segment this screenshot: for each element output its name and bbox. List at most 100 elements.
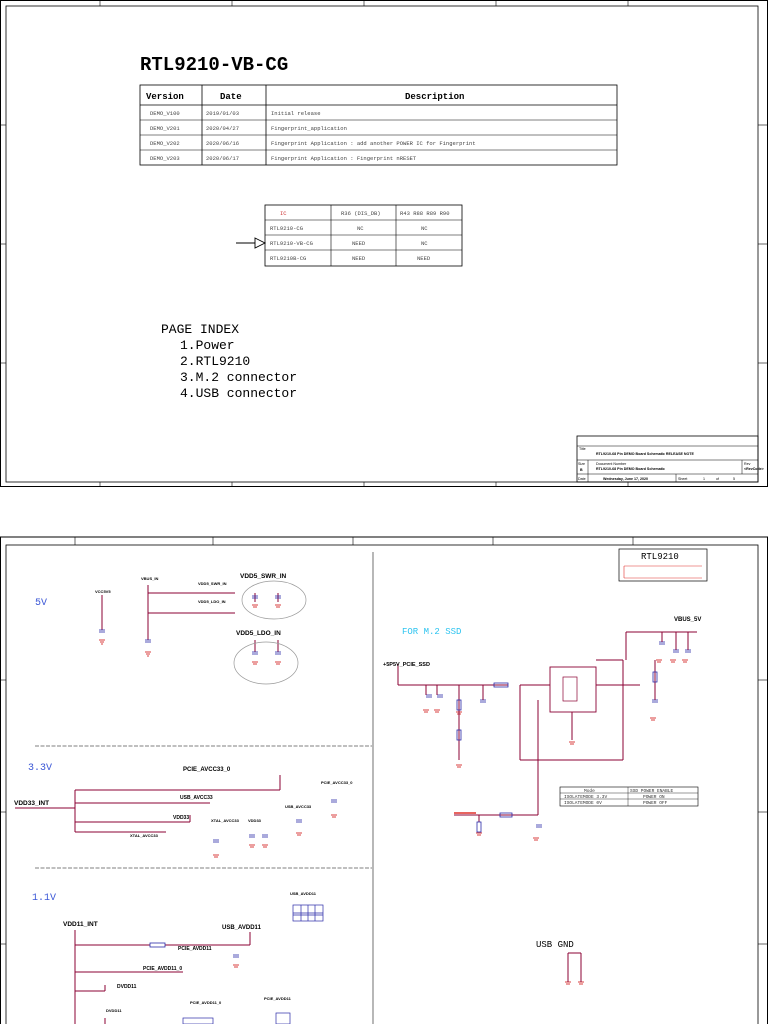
ic-table-cell: NC — [421, 225, 428, 232]
revision-cell: 2020/06/17 — [206, 155, 239, 162]
revision-cell: DEMO_V203 — [150, 155, 180, 162]
sheet-1-title: RTL9210-VB-CG — [140, 54, 288, 76]
resistor-icon — [493, 682, 509, 688]
page-index-item: 2.RTL9210 — [180, 354, 250, 369]
net-pcie-avdd11-small: PCIE_AVDD11 — [264, 996, 292, 1001]
ic-table-header: IC — [280, 210, 287, 217]
capacitor-icons — [99, 595, 691, 958]
mode-table: Mode SSD POWER ENABLE ISOLATEMODE 3.3V P… — [559, 786, 699, 807]
mode-table-cell: ISOLATEMODE 0V — [564, 800, 602, 806]
title-block-rev: <RevCode> — [744, 467, 764, 471]
ic-table-header: R43 R88 R89 R90 — [400, 210, 450, 217]
revision-table: Version Date Description DEMO_V100 2019/… — [139, 84, 618, 166]
net-p5v-pcie-ssd: +5P5V_PCIE_SSD — [383, 662, 430, 668]
net-pcie-avdd11-0: PCIE_AVDD11_0 — [143, 966, 182, 972]
section-label-1v1: 1.1V — [32, 893, 56, 904]
mode-table-cell: POWER OFF — [643, 800, 668, 806]
revision-cell: 2020/04/27 — [206, 125, 239, 132]
mode-table-header: Mode — [584, 788, 595, 794]
ground-icons — [99, 604, 688, 985]
page-index: PAGE INDEX 1.Power 2.RTL9210 3.M.2 conne… — [161, 322, 297, 401]
net-vdd33: VDD33 — [173, 815, 189, 821]
title-block-sheet-num: 1 — [703, 477, 705, 481]
net-pcie-avdd11: PCIE_AVDD11 — [178, 946, 212, 952]
net-vdd33-int: VDD33_INT — [14, 800, 49, 807]
ic-table-header: R36 (DIS_DB) — [341, 210, 381, 217]
title-block-title-label: Title — [579, 447, 586, 451]
sheet-1-release-note: RTL9210-VB-CG Version Date Description D… — [0, 0, 768, 487]
mode-table-header: SSD POWER ENABLE — [630, 788, 674, 794]
section-label-3v3: 3.3V — [28, 763, 52, 774]
ic-table-cell: NC — [421, 240, 428, 247]
title-block-size: B — [580, 468, 583, 472]
net-dvdd11-b: DVDD11 — [106, 1008, 122, 1013]
sheet-2-header-box: RTL9210 — [618, 548, 708, 582]
resistor-icon — [499, 812, 513, 818]
revision-cell: Initial release — [271, 110, 321, 117]
sheet-2-inner-border — [5, 544, 759, 1024]
revision-cell: Fingerprint Application : add another PO… — [271, 140, 476, 147]
title-block-doc-label: Document Number — [596, 462, 627, 466]
cap-group-highlight — [233, 641, 299, 685]
page-index-item: 4.USB connector — [180, 386, 297, 401]
sheet-1-zone-ticks — [0, 0, 768, 487]
mode-table-cell: ISOLATEMODE 3.3V — [564, 794, 608, 800]
ic-variant-table: IC R36 (DIS_DB) R43 R88 R89 R90 RTL9210-… — [264, 204, 463, 267]
net-vdd5-swr-in-small: VDD5_SWR_IN — [198, 581, 227, 586]
resistor-icon — [476, 821, 482, 833]
revision-cell: Fingerprint_application — [271, 125, 347, 132]
net-vdd5-ldo-in: VDD5_LDO_IN — [236, 630, 281, 637]
revision-cell: Fingerprint Application : Fingerprint nR… — [271, 155, 417, 162]
wires-m2 — [397, 631, 697, 822]
title-block-sheet-label: Sheet — [678, 477, 687, 481]
net-vdd11-int: VDD11_INT — [63, 921, 98, 928]
net-pcie-avcc33-0: PCIE_AVCC33_0 — [183, 767, 231, 773]
page-index-item: 1.Power — [180, 338, 235, 353]
net-usb-avdd11: USB_AVDD11 — [222, 925, 262, 931]
arrow-icon — [236, 237, 267, 249]
net-vcc5v: VCC5V5 — [95, 589, 111, 594]
net-vdd5-swr-in: VDD5_SWR_IN — [240, 573, 287, 580]
section-label-usb-gnd: USB GND — [536, 940, 574, 950]
revision-header-date: Date — [220, 92, 242, 102]
section-label-5v: 5V — [35, 598, 47, 609]
sheet-1-inner-border — [5, 5, 759, 483]
ic-table-cell: RTL9210-VB-CG — [270, 240, 313, 247]
title-block-doc: RTL9210-68 Pin DEMO Board Schematic — [596, 467, 665, 471]
revision-header-description: Description — [405, 92, 464, 102]
revision-cell: DEMO_V100 — [150, 110, 180, 117]
sheet-2-power: RTL9210 5V 3.3V 1.1V FOR M.2 SSD USB GND… — [0, 536, 768, 1024]
ic-table-cell: NEED — [417, 255, 431, 262]
net-vbus-5v: VBUS_5V — [674, 617, 701, 623]
ic-table-cell: NEED — [352, 240, 366, 247]
ic-table-cell: NC — [357, 225, 364, 232]
wires-1v1 — [74, 930, 251, 1024]
ic-table-cell: RTL9210-CG — [270, 225, 303, 232]
page-index-item: 3.M.2 connector — [180, 370, 297, 385]
resistor-icon — [149, 942, 166, 948]
resistor-icon — [652, 671, 658, 683]
net-vdd33-b: VDD33 — [248, 818, 262, 823]
wires-usb-gnd — [567, 952, 582, 982]
cap-group-highlight — [241, 580, 307, 620]
wires-3v3 — [15, 775, 281, 833]
sheet-2-zone-ticks — [0, 537, 768, 945]
mode-table-cell: POWER ON — [643, 794, 665, 800]
sheet-2-outer-border — [0, 536, 768, 1024]
revision-cell: 2020/06/16 — [206, 140, 239, 147]
revision-cell: DEMO_V202 — [150, 140, 180, 147]
sheet-1-outer-border — [0, 0, 768, 487]
revision-header-version: Version — [146, 92, 184, 102]
net-usb-avcc33-small: USB_AVCC33 — [285, 804, 312, 809]
title-block-size-label: Size — [578, 462, 585, 466]
power-switch-ic-icon — [549, 666, 597, 713]
title-block-of-label: of — [716, 477, 719, 481]
resistor-icon — [456, 699, 462, 711]
wires-5v — [101, 585, 279, 652]
net-pcie-avdd11-0-small: PCIE_AVDD11_0 — [190, 1000, 222, 1005]
net-usb-avdd11-small: USB_AVDD11 — [290, 891, 317, 896]
title-block-sheet-total: 5 — [733, 477, 735, 481]
net-xtal-avcc33: XTAL_AVCC33 — [130, 833, 159, 838]
capacitor-bank-icon — [182, 904, 324, 1024]
